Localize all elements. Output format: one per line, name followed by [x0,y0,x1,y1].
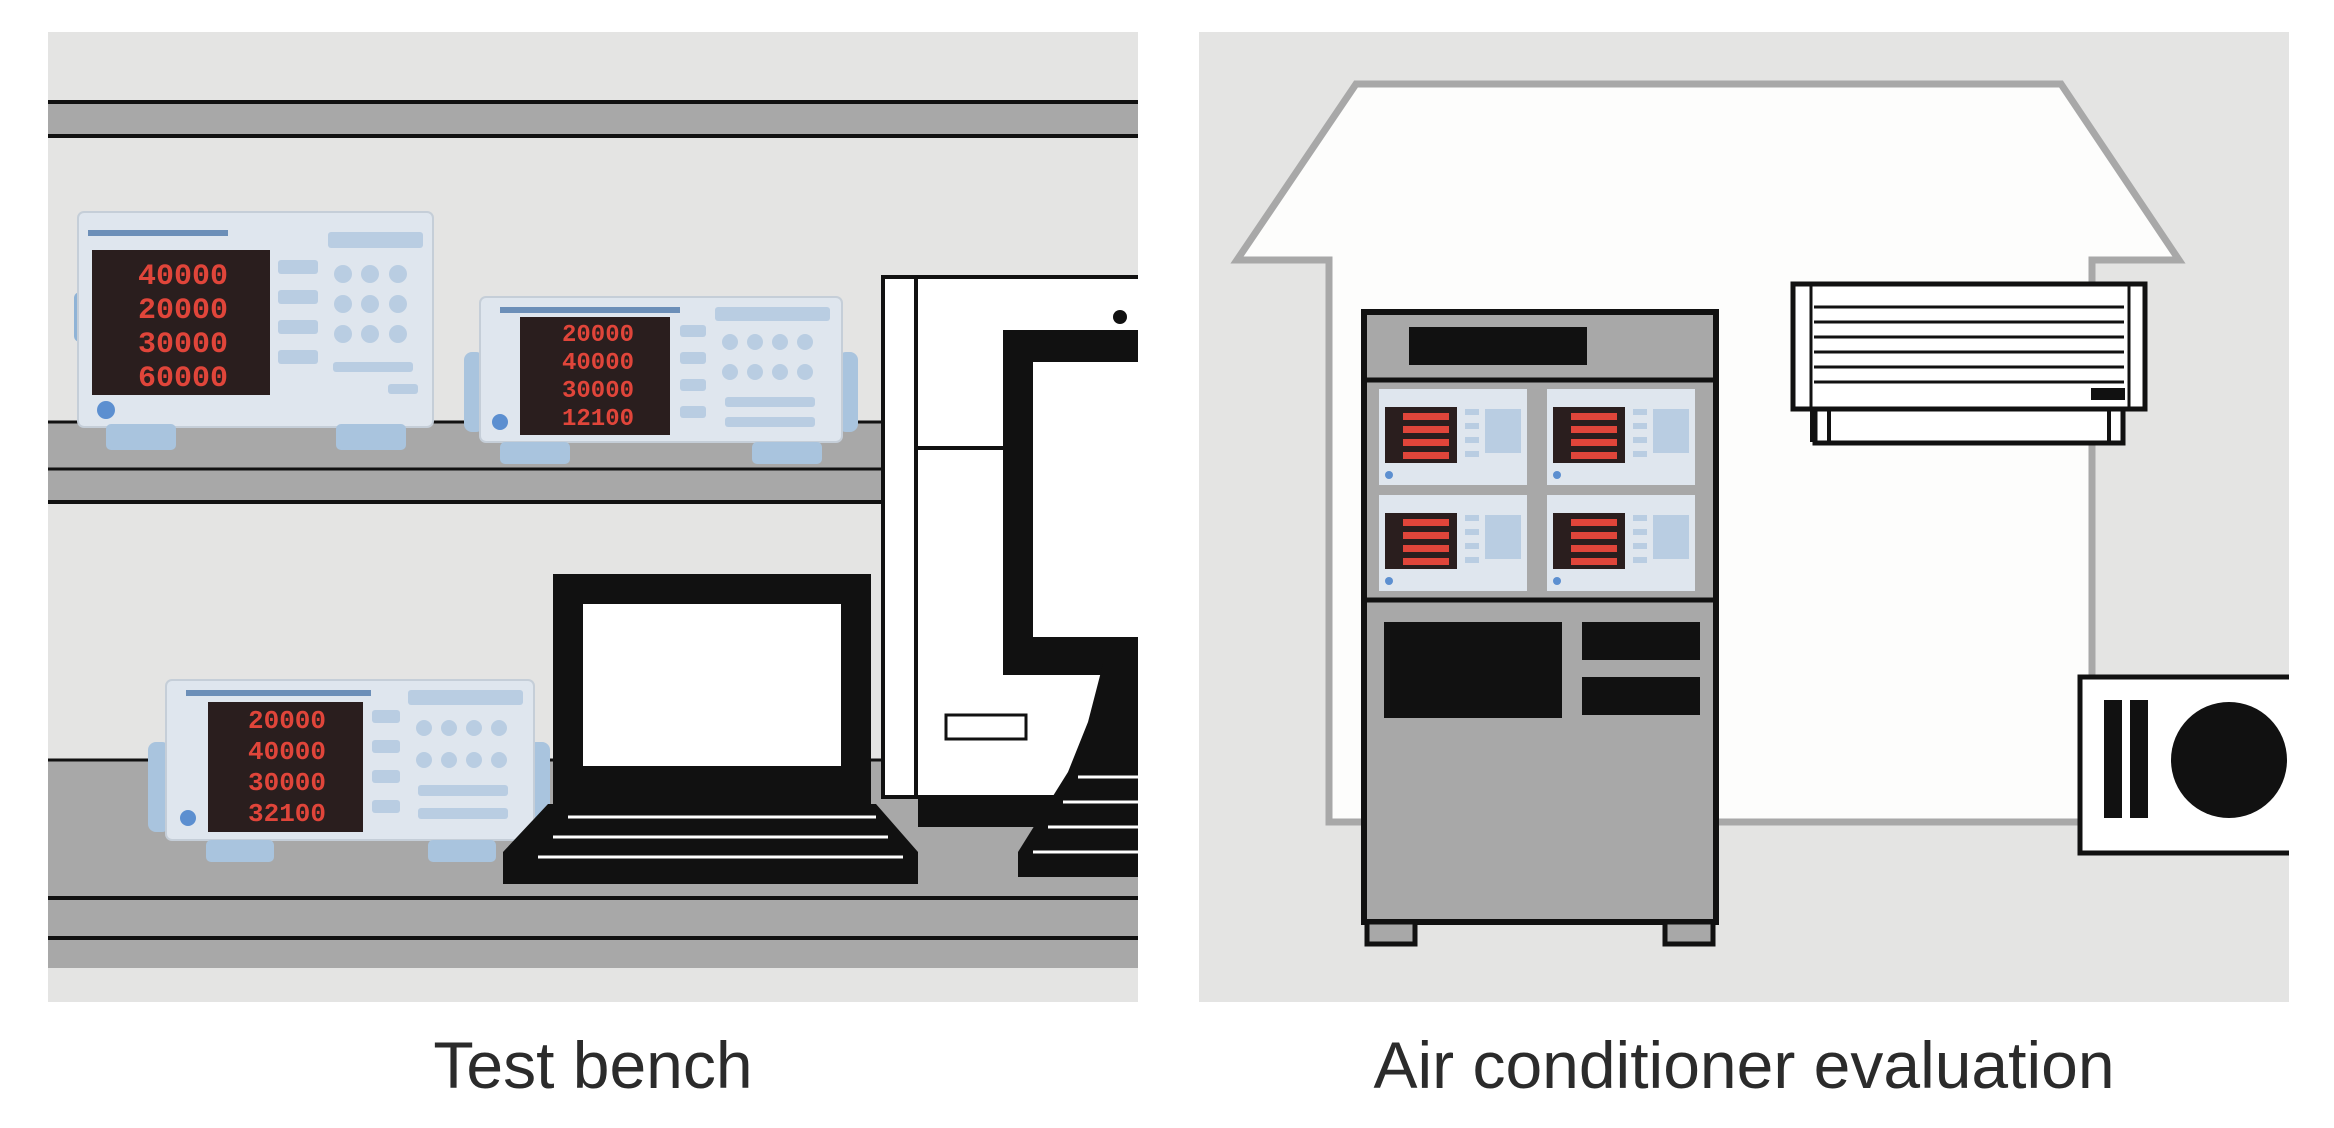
svg-text:30000: 30000 [562,378,634,405]
svg-text:60000: 60000 [138,362,228,396]
svg-text:12100: 12100 [562,406,634,433]
power-meter-1: 40000 20000 30000 60000 [74,211,434,450]
svg-text:40000: 40000 [138,260,228,294]
power-meter-2: 20000 40000 30000 12100 [464,296,858,464]
indoor-ac-unit [1790,281,2148,446]
top-rail [48,100,1138,138]
svg-text:20000: 20000 [248,706,326,736]
svg-text:40000: 40000 [562,350,634,377]
svg-text:20000: 20000 [562,322,634,349]
laptop [503,574,918,884]
svg-text:20000: 20000 [138,294,228,328]
rack-meter [1379,389,1527,485]
svg-text:30000: 30000 [248,768,326,798]
svg-text:32100: 32100 [248,799,326,829]
power-meter-3: 20000 40000 30000 32100 [148,679,550,862]
air-conditioner-panel [1199,32,2289,1002]
desktop-computer [881,275,1138,877]
svg-text:40000: 40000 [248,737,326,767]
rack-meter [1379,495,1527,591]
test-bench-panel: 40000 20000 30000 60000 [48,32,1138,1002]
outdoor-ac-unit [2077,674,2289,856]
rack-meter [1547,389,1695,485]
test-bench-illustration: 40000 20000 30000 60000 [48,100,1138,968]
test-bench-caption: Test bench [433,1028,753,1102]
rack-meter [1547,495,1695,591]
air-conditioner-caption: Air conditioner evaluation [1373,1028,2115,1102]
svg-text:30000: 30000 [138,328,228,362]
air-conditioner-illustration [1230,80,2289,947]
